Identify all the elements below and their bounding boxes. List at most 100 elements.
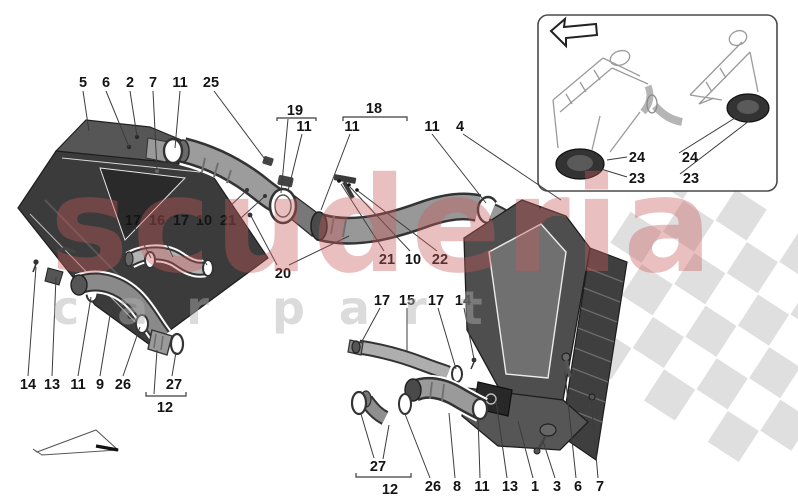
flag-cell bbox=[790, 283, 798, 335]
leader-line bbox=[679, 120, 750, 175]
flag-cell bbox=[696, 358, 748, 410]
leader-line bbox=[288, 235, 350, 266]
part-number-label: 5 bbox=[79, 75, 87, 91]
leader-line bbox=[360, 413, 375, 459]
part-number-label: 11 bbox=[70, 377, 85, 393]
leader-line bbox=[349, 186, 411, 252]
leader-line bbox=[382, 424, 390, 460]
part-number-label: 17 bbox=[125, 213, 141, 229]
fixing-bolt bbox=[588, 393, 596, 401]
part-number-label: 2 bbox=[126, 75, 134, 91]
part-number-label: 11 bbox=[474, 479, 489, 495]
part-number-label: 6 bbox=[574, 479, 582, 495]
gasket-ring bbox=[350, 390, 368, 416]
leader-line bbox=[360, 307, 381, 344]
leader-line bbox=[600, 168, 628, 178]
core-fins bbox=[565, 267, 624, 423]
flag-cell bbox=[610, 211, 662, 263]
flag-cell bbox=[632, 316, 684, 369]
part-number-label: 24 bbox=[682, 150, 698, 166]
leader-line bbox=[564, 372, 577, 479]
flag-cell bbox=[726, 241, 778, 294]
hose-15 bbox=[347, 337, 477, 382]
part-number-label: 8 bbox=[453, 479, 461, 495]
flag-cell bbox=[643, 369, 696, 421]
leader-line bbox=[542, 440, 556, 479]
flag-cell bbox=[749, 347, 798, 399]
part-number-label: 11 bbox=[172, 75, 187, 91]
housing-bolt bbox=[134, 134, 140, 140]
part-number-label: 16 bbox=[149, 213, 165, 229]
part-number-label: 14 bbox=[455, 293, 471, 309]
leader-line bbox=[606, 156, 628, 161]
hose-clamp bbox=[202, 259, 214, 277]
leader-line bbox=[134, 227, 152, 259]
leader-line bbox=[463, 307, 475, 360]
leader-line bbox=[678, 112, 744, 154]
maf-sensor-assembly bbox=[245, 175, 353, 247]
gasket-ring bbox=[169, 332, 185, 356]
part-number-label: 12 bbox=[382, 482, 398, 498]
part-number-label: 19 bbox=[287, 103, 303, 119]
part-number-label: 11 bbox=[424, 119, 439, 135]
part-number-label: 22 bbox=[432, 252, 448, 268]
part-number-label: 10 bbox=[196, 213, 212, 229]
flag-cell bbox=[715, 189, 767, 241]
leader-line bbox=[404, 413, 431, 479]
group-bracket bbox=[355, 473, 412, 478]
hose-clamp bbox=[135, 314, 149, 334]
leader-line bbox=[229, 196, 265, 229]
part-number-label: 26 bbox=[425, 479, 441, 495]
leader-line bbox=[477, 416, 481, 479]
leader-line bbox=[152, 90, 158, 171]
part-number-label: 13 bbox=[502, 479, 518, 495]
leader-line bbox=[129, 90, 138, 137]
flag-cell bbox=[779, 230, 798, 282]
hose-clamp bbox=[398, 393, 412, 415]
part-number-label: 21 bbox=[220, 213, 236, 229]
part-number-label: 11 bbox=[296, 119, 311, 135]
leader-line bbox=[99, 308, 112, 377]
leader-line bbox=[431, 133, 487, 204]
part-number-label: 9 bbox=[96, 377, 104, 393]
leader-line bbox=[82, 90, 90, 132]
leader-line bbox=[357, 190, 438, 252]
assembly-sketch-right bbox=[646, 29, 759, 126]
leader-line bbox=[320, 133, 351, 211]
part-number-label: 15 bbox=[399, 293, 415, 309]
duct-o-ring bbox=[162, 137, 184, 165]
part-number-label: 10 bbox=[405, 252, 421, 268]
hose-9 bbox=[70, 270, 173, 356]
retaining-clip bbox=[262, 156, 274, 166]
leader-line bbox=[280, 118, 289, 194]
group-bracket bbox=[276, 117, 317, 121]
part-number-label: 17 bbox=[374, 293, 390, 309]
part-number-label: 24 bbox=[629, 150, 645, 166]
part-number-label: 27 bbox=[370, 459, 386, 475]
flag-cell bbox=[685, 305, 737, 357]
leader-line bbox=[122, 326, 141, 377]
part-number-label: 6 bbox=[102, 75, 110, 91]
part-number-label: 7 bbox=[149, 75, 157, 91]
leader-line bbox=[158, 227, 174, 258]
leader-line bbox=[495, 400, 508, 479]
pressure-pipe-18 bbox=[310, 174, 482, 248]
part-number-label: 25 bbox=[203, 75, 219, 91]
leader-line bbox=[517, 420, 534, 479]
part-number-label: 12 bbox=[157, 400, 173, 416]
leader-line bbox=[250, 215, 278, 266]
part-number-label: 18 bbox=[366, 101, 382, 117]
hose-8 bbox=[404, 374, 488, 422]
part-number-label: 17 bbox=[173, 213, 189, 229]
part-number-label: 20 bbox=[275, 266, 291, 282]
connector-12-bottom bbox=[358, 390, 390, 427]
part-number-label: 23 bbox=[683, 171, 699, 187]
leader-line bbox=[590, 397, 599, 479]
part-number-label: 4 bbox=[456, 119, 464, 135]
leader-line bbox=[77, 296, 92, 377]
small-bolt bbox=[471, 357, 477, 363]
o-ring bbox=[471, 397, 489, 421]
